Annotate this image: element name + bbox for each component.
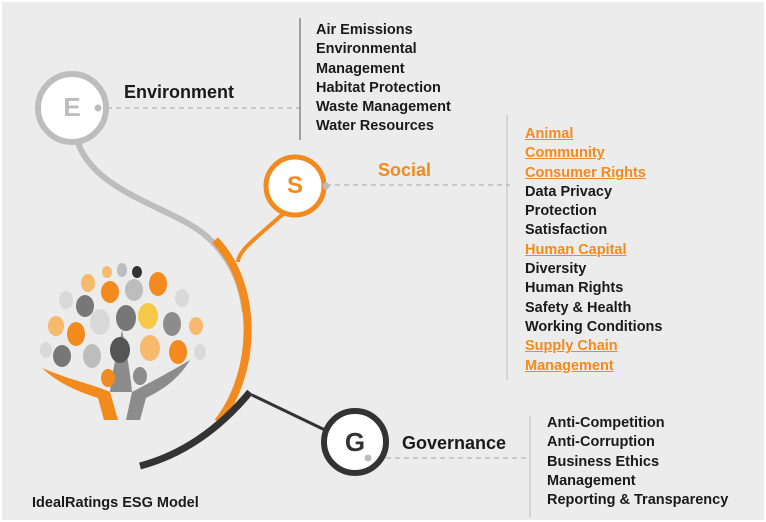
leaf-8 [59, 291, 73, 309]
leaf-19 [83, 344, 101, 368]
model-caption: IdealRatings ESG Model [32, 495, 199, 511]
social-item: Consumer Rights [525, 164, 646, 181]
leaf-17 [189, 317, 203, 335]
leaf-26 [133, 367, 147, 385]
environment-item: Management [316, 60, 405, 77]
social-item: Safety & Health [525, 299, 632, 316]
environment-title: Environment [124, 82, 235, 102]
environment-item: Air Emissions [316, 22, 413, 38]
environment-letter: E [63, 92, 81, 122]
governance-arc [139, 389, 253, 470]
leaf-3 [132, 266, 142, 278]
leaf-12 [116, 305, 136, 331]
leaf-23 [194, 344, 206, 360]
leaf-15 [48, 316, 64, 336]
leaf-6 [125, 279, 143, 301]
social-item: Human Rights [525, 280, 624, 297]
governance-node [364, 454, 372, 462]
social-item: Animal [525, 126, 574, 142]
governance-item: Anti-Competition [547, 415, 665, 431]
social-item: Diversity [525, 261, 587, 278]
social-item: Data Privacy [525, 183, 613, 200]
leaf-22 [169, 340, 187, 364]
leaf-18 [53, 345, 71, 367]
leaf-4 [81, 274, 95, 292]
governance-item: Business Ethics [547, 453, 660, 470]
leaf-21 [140, 335, 160, 361]
governance-letter: G [344, 427, 366, 457]
social-title: Social [378, 160, 432, 180]
tree-hands-icon [40, 263, 206, 420]
leaf-10 [175, 289, 189, 307]
social-item: Management [525, 357, 614, 374]
environment-node [94, 104, 102, 112]
gray-hand-shape [126, 360, 190, 420]
orange-hand-shape [42, 368, 118, 420]
environment-item: Waste Management [316, 99, 451, 116]
leaf-14 [163, 312, 181, 336]
social-node [322, 182, 330, 190]
leaf-1 [117, 263, 127, 277]
social-item: Community [525, 145, 605, 162]
leaf-7 [149, 272, 167, 296]
governance-item: Management [547, 472, 636, 489]
leaf-20 [110, 337, 130, 363]
leaf-5 [101, 281, 119, 303]
leaf-9 [76, 295, 94, 317]
governance-item: Anti-Corruption [547, 434, 655, 451]
social-item: Satisfaction [525, 222, 608, 239]
leaf-2 [102, 266, 112, 278]
leaf-24 [40, 342, 52, 358]
social-item: Protection [525, 203, 597, 220]
governance-connector [251, 393, 326, 432]
social-arc [212, 237, 252, 425]
leaf-13 [138, 303, 158, 329]
social-item: Supply Chain [525, 338, 618, 355]
leaf-11 [90, 309, 110, 335]
environment-item: Environmental [316, 41, 417, 58]
environment-item: Habitat Protection [316, 79, 441, 96]
governance-title: Governance [402, 433, 507, 453]
environment-item: Water Resources [316, 118, 434, 135]
environment-circle [35, 71, 109, 145]
social-letter: S [286, 172, 303, 199]
governance-item: Reporting & Transparency [547, 492, 729, 509]
leaf-25 [101, 369, 115, 387]
social-item: Working Conditions [525, 318, 663, 335]
leaf-16 [67, 322, 85, 346]
social-item: Human Capital [525, 241, 627, 258]
